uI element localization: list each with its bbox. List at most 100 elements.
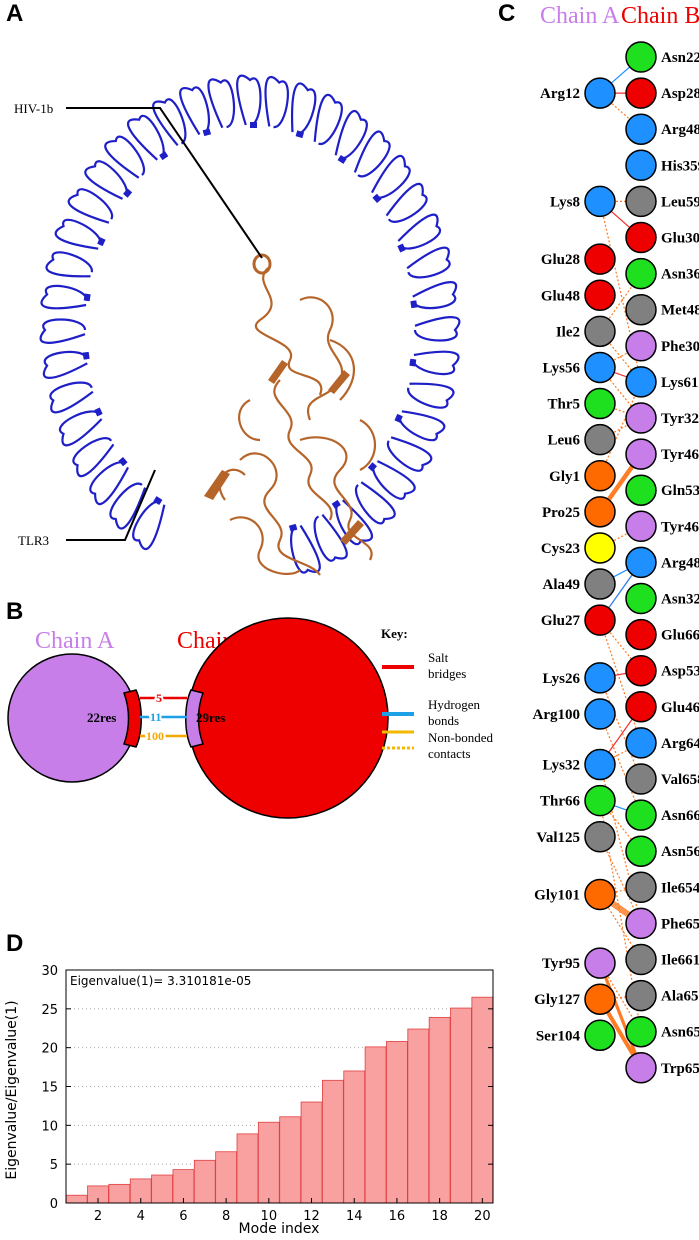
- chain-a-title: Chain A: [35, 628, 115, 654]
- contact-link: [599, 886, 642, 896]
- panel-letter-a: A: [6, 0, 24, 27]
- chain-b-residue-node: [625, 221, 657, 254]
- eigenvalue-bar: [108, 1183, 131, 1204]
- y-tick-label: 20: [41, 1042, 58, 1057]
- contact-link: [599, 201, 642, 383]
- chain-a-residue-label: Val125: [536, 830, 580, 846]
- chain-a-residue-node: [584, 243, 616, 275]
- chain-b-residue-node: [625, 1015, 657, 1048]
- contact-link: [599, 619, 642, 744]
- key-title: Key:: [381, 626, 408, 641]
- eigenvalue-bar: [151, 1174, 173, 1204]
- chain-b-residue-label: Met486: [661, 303, 699, 319]
- chain-b-residue-node: [625, 943, 657, 976]
- chain-a-residue-node: [584, 662, 616, 694]
- chain-a-residue-node: [584, 947, 616, 979]
- chain-b-residue-node: [625, 510, 657, 543]
- nonbonded-count: 100: [146, 729, 164, 743]
- chain-a-residue-label: Gly1: [549, 469, 580, 485]
- chain-b-residue-label: Trp656: [661, 1061, 699, 1077]
- panel-letter-d: D: [6, 930, 24, 957]
- eigenvalue-bar: [257, 1121, 280, 1204]
- x-tick-label: 8: [222, 1209, 230, 1224]
- chain-b-residue-count: 29res: [196, 710, 225, 725]
- chain-a-residue-node: [584, 698, 616, 730]
- chain-b-residue-label: His359: [661, 158, 699, 174]
- contact-link: [599, 995, 642, 1000]
- key-salt-line1: Salt: [428, 650, 449, 665]
- chain-a-residue-label: Ala49: [543, 577, 581, 593]
- chain-b-residue-label: Arg488: [661, 555, 699, 571]
- chain-a-residue-label: Ser104: [536, 1028, 581, 1044]
- chain-a-residue-label: Lys56: [542, 360, 580, 376]
- key-legend: Key: Salt bridges Hydrogen bonds Non-bon…: [381, 626, 493, 761]
- contact-link: [599, 800, 642, 852]
- eigenvalue-bar: [279, 1116, 302, 1204]
- y-tick-label: 25: [41, 1003, 58, 1018]
- chain-a-residue-node: [584, 878, 616, 911]
- chain-a-residue-node: [584, 185, 616, 218]
- chain-b-residue-label: Asn568: [661, 844, 699, 860]
- chain-b-residue-label: Asp280: [661, 86, 699, 102]
- chain-a-residue-label: Leu6: [547, 433, 580, 449]
- chain-a-residue-label: Ile2: [556, 324, 580, 340]
- x-tick-label: 14: [346, 1209, 363, 1224]
- eigenvalue-bar: [322, 1079, 344, 1204]
- y-tick-label: 5: [50, 1158, 58, 1173]
- contact-link: [599, 961, 642, 1067]
- chain-b-residue-label: Asn229: [661, 50, 699, 66]
- chain-b-residue-node: [625, 763, 657, 795]
- chain-a-residue-node: [584, 496, 616, 528]
- x-tick-label: 2: [94, 1209, 102, 1224]
- chain-a-residue-node: [584, 387, 616, 420]
- chain-b-residue-label: Tyr326: [661, 411, 699, 427]
- x-tick-label: 20: [474, 1209, 491, 1224]
- chain-b-residue-label: Arg489: [661, 122, 699, 138]
- chain-b-residue-node: [625, 582, 657, 615]
- chain-b-residue-node: [625, 979, 657, 1012]
- chain-b-residue-label: Gln538: [661, 483, 699, 499]
- chain-b-residue-label: Ala655: [661, 989, 699, 1005]
- chain-b-residue-label: Val658: [661, 772, 699, 788]
- key-hbond-line1: Hydrogen: [428, 697, 480, 712]
- chain-b-residue-label: Asn361: [661, 267, 699, 283]
- eigenvalue-bar: [343, 1070, 366, 1204]
- panel-letter-c: C: [498, 0, 516, 27]
- chain-a-residue-node: [584, 604, 616, 636]
- chain-a-residue-label: Thr66: [540, 794, 581, 810]
- chain-b-interface-patch: [185, 689, 204, 748]
- chain-a-residue-count: 22res: [87, 710, 116, 725]
- chain-b-residue-node: [625, 835, 657, 867]
- chain-a-residue-node: [584, 821, 616, 853]
- chain-b-residue-node: [625, 546, 657, 579]
- panel-c-chain-b-title: Chain B: [621, 3, 699, 29]
- chain-b-residue-node: [625, 654, 657, 687]
- x-tick-label: 16: [389, 1209, 406, 1224]
- panel-c-chain-a-title: Chain A: [540, 3, 620, 29]
- contact-link: [599, 381, 642, 477]
- hiv-label: HIV-1b: [14, 101, 53, 116]
- key-hbond-line2: bonds: [428, 713, 459, 728]
- chain-a-residue-label: Tyr95: [542, 956, 580, 972]
- eigenvalue-bar: [386, 1041, 408, 1204]
- contact-link: [599, 367, 642, 419]
- chain-b-residue-label: Phe304: [661, 339, 699, 355]
- contact-link: [599, 959, 642, 1065]
- tlr-label: TLR3: [18, 533, 49, 548]
- chain-b-residue-label: Glu306: [661, 231, 699, 247]
- chain-b-residue-node: [625, 907, 657, 940]
- chain-b-residue-node: [625, 149, 657, 182]
- x-tick-label: 6: [179, 1209, 187, 1224]
- eigenvalue-bar: [236, 1133, 259, 1204]
- eigenvalue-bar: [215, 1151, 237, 1204]
- chain-b-residue-node: [625, 366, 657, 398]
- chain-b-residue-label: Glu663: [661, 628, 699, 644]
- chain-a-residue-node: [584, 568, 616, 600]
- chain-a-residue-label: Glu28: [541, 252, 580, 268]
- chain-a-residue-node: [584, 983, 616, 1015]
- y-axis-label: Eigenvalue/Eigenvalue(1): [4, 1000, 20, 1179]
- eigenvalue-bar: [172, 1169, 195, 1204]
- chain-b-residue-label: Arg643: [661, 736, 699, 752]
